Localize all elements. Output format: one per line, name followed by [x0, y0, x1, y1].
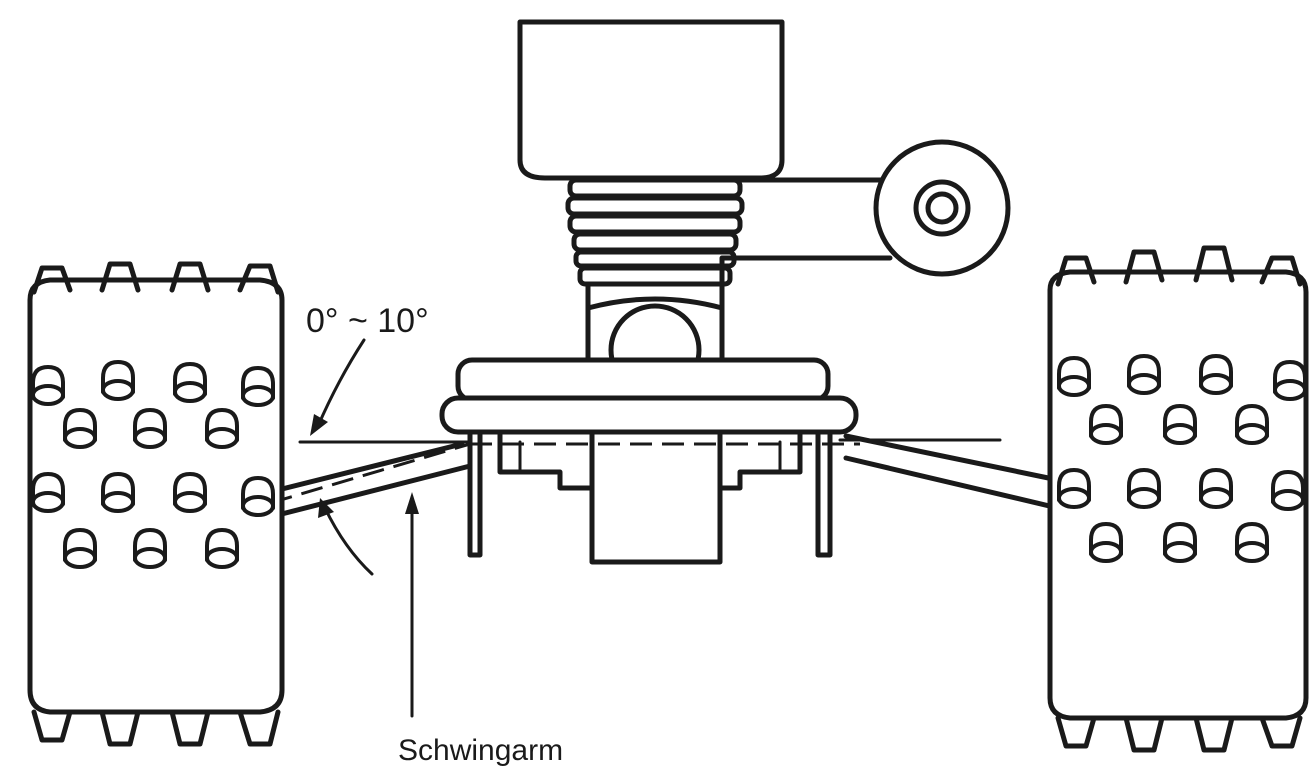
wheel-stud: [1057, 468, 1091, 509]
wheel-stud: [1235, 522, 1269, 563]
bellows: [565, 177, 745, 287]
wheel-stud: [1271, 470, 1305, 511]
wheel-left-studs: [31, 360, 275, 569]
wheel-stud: [101, 360, 135, 401]
wheel-stud: [1199, 354, 1233, 395]
wheel-stud: [1235, 404, 1269, 445]
angle-label: 0° ~ 10°: [306, 302, 429, 340]
motor-assembly: [517, 19, 1011, 397]
wheel-stud: [63, 408, 97, 449]
arm-leader-arrow: [405, 492, 419, 514]
wheel-stud: [133, 408, 167, 449]
wheel-stud: [101, 472, 135, 513]
wheel-stud: [205, 408, 239, 449]
wheel-stud: [241, 476, 275, 517]
angle-arc-lower: [322, 504, 374, 576]
swing-arm-label: Schwingarm: [398, 734, 563, 767]
angle-arrow-upper: [310, 414, 328, 436]
center-column: [585, 283, 725, 373]
wheel-stud: [241, 366, 275, 407]
wheel-stud: [31, 365, 65, 406]
wheel-stud: [1273, 360, 1307, 401]
wheel-stud: [1199, 468, 1233, 509]
wheel-stud: [1089, 404, 1123, 445]
mounting-frame: [439, 357, 859, 565]
swing-arm-left: [259, 441, 473, 521]
column-collar: [585, 296, 725, 311]
wheel-left-tread-bottom: [31, 709, 281, 747]
wheel-stud: [1127, 354, 1161, 395]
swing-arm-right: [843, 433, 1061, 511]
frame-leg-right: [815, 429, 833, 558]
angle-arc-upper: [316, 338, 366, 428]
wheel-stud: [1127, 468, 1161, 509]
pulley-bracket: [719, 177, 903, 289]
angle-arrow-lower: [318, 498, 334, 518]
wheel-stud: [1163, 522, 1197, 563]
wheel-left-tread-top: [31, 261, 281, 295]
wheel-right-tread-top: [1055, 245, 1303, 287]
frame-rail: [439, 395, 859, 435]
wheel-stud: [31, 472, 65, 513]
wheel-stud: [173, 362, 207, 403]
motor-housing: [517, 19, 785, 181]
wheel-right-tread-bottom: [1055, 715, 1303, 753]
wheel-stud: [63, 528, 97, 569]
pulley: [873, 139, 1011, 277]
wheel-stud: [1163, 404, 1197, 445]
hub-core: [589, 429, 723, 565]
wheel-right-studs: [1057, 354, 1307, 563]
wheel-stud: [1089, 522, 1123, 563]
frame-leg-left: [467, 429, 483, 558]
wheel-stud: [133, 528, 167, 569]
wheel-right: [1047, 245, 1309, 753]
wheel-stud: [1057, 356, 1091, 397]
frame-upper: [455, 357, 831, 403]
wheel-stud: [173, 472, 207, 513]
wheel-stud: [205, 528, 239, 569]
wheel-left: [27, 261, 285, 747]
